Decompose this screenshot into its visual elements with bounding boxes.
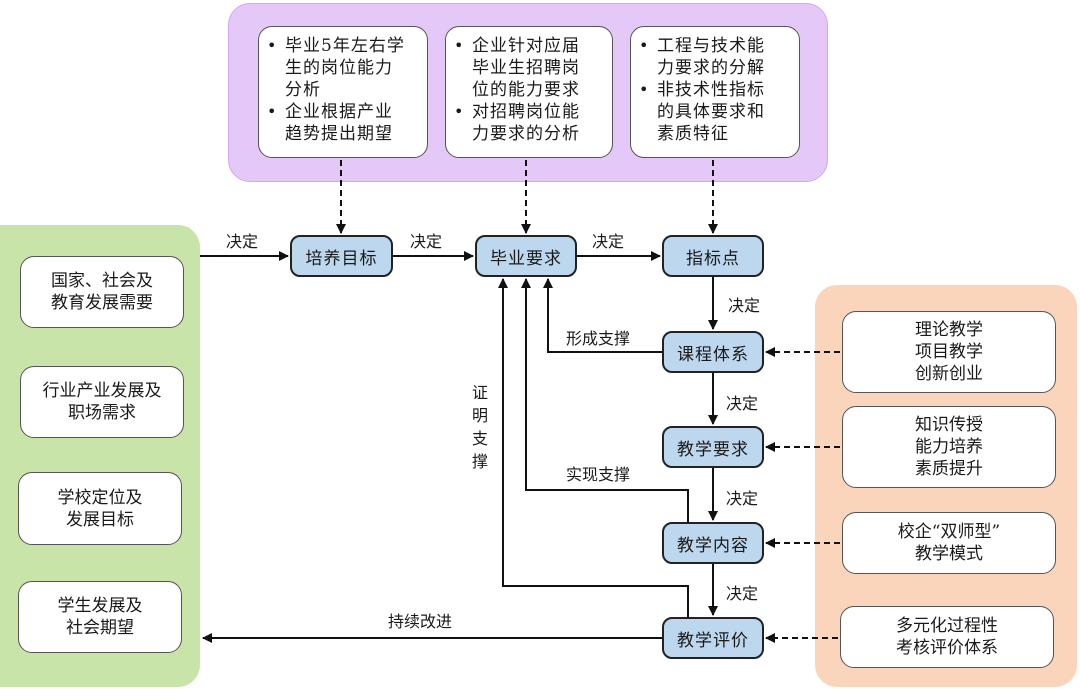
line: 创新创业 xyxy=(915,364,983,384)
line: 国家、社会及 xyxy=(51,271,153,291)
line: 校企“双师型” xyxy=(897,522,1001,542)
line: 学校定位及 xyxy=(57,487,143,508)
left-box-student-expectations: 学生发展及 社会期望 xyxy=(18,581,182,653)
label-left-to-goal: 决定 xyxy=(226,232,259,251)
left-box-industry-needs: 行业产业发展及 职场需求 xyxy=(20,366,184,438)
node-label: 指标点 xyxy=(686,248,740,269)
line: 素质提升 xyxy=(915,459,983,479)
label-form-support: 形成支撑 xyxy=(566,329,631,348)
right-box-teaching-goals: 知识传授 能力培养 素质提升 xyxy=(842,406,1056,488)
line: 行业产业发展及 xyxy=(42,381,162,401)
left-box-school-positioning: 学校定位及 发展目标 xyxy=(18,472,182,545)
label-indicator-to-curriculum: 决定 xyxy=(728,296,761,315)
right-box-dual-teacher-model: 校企“双师型” 教学模式 xyxy=(842,512,1056,574)
label-teachreq-to-content: 决定 xyxy=(726,489,759,508)
arrow-realize-support xyxy=(521,278,689,522)
node-training-goal: 培养目标 xyxy=(290,235,393,277)
label-prove-support: 证明支撑 xyxy=(471,383,488,471)
node-curriculum-system: 课程体系 xyxy=(662,331,764,373)
line: 知识传授 xyxy=(915,415,983,435)
line: 教学模式 xyxy=(915,544,983,564)
line: 发展目标 xyxy=(66,509,134,530)
line: 能力培养 xyxy=(915,437,983,457)
node-label: 教学要求 xyxy=(677,439,749,460)
right-box-teaching-types: 理论教学 项目教学 创新创业 xyxy=(842,311,1056,393)
node-label: 培养目标 xyxy=(305,248,378,269)
line: 社会期望 xyxy=(66,618,134,638)
label-realize-support: 实现支撑 xyxy=(566,465,631,484)
label-content-to-evaluation: 决定 xyxy=(726,584,759,603)
line: 学生发展及 xyxy=(57,596,143,616)
line: 项目教学 xyxy=(915,342,983,362)
node-teaching-evaluation: 教学评价 xyxy=(662,617,764,659)
label-req-to-indicator: 决定 xyxy=(592,232,625,251)
right-box-evaluation-system: 多元化过程性 考核评价体系 xyxy=(840,606,1054,668)
label-goal-to-req: 决定 xyxy=(410,232,443,251)
line: 职场需求 xyxy=(68,403,136,423)
left-box-national-needs: 国家、社会及 教育发展需要 xyxy=(20,256,184,328)
line: 多元化过程性 xyxy=(896,616,998,636)
line: 考核评价体系 xyxy=(896,638,998,658)
node-teaching-content: 教学内容 xyxy=(662,522,764,564)
line: 理论教学 xyxy=(915,320,983,340)
node-label: 课程体系 xyxy=(677,344,749,365)
node-indicator-points: 指标点 xyxy=(662,235,764,277)
label-curriculum-to-teachreq: 决定 xyxy=(726,394,759,413)
node-label: 教学内容 xyxy=(677,535,749,556)
node-teaching-requirements: 教学要求 xyxy=(662,426,764,468)
node-label: 教学评价 xyxy=(677,630,749,651)
node-graduation-requirements: 毕业要求 xyxy=(475,235,577,277)
node-label: 毕业要求 xyxy=(490,248,562,269)
label-continuous-improvement: 持续改进 xyxy=(388,612,453,631)
line: 教育发展需要 xyxy=(51,293,153,313)
